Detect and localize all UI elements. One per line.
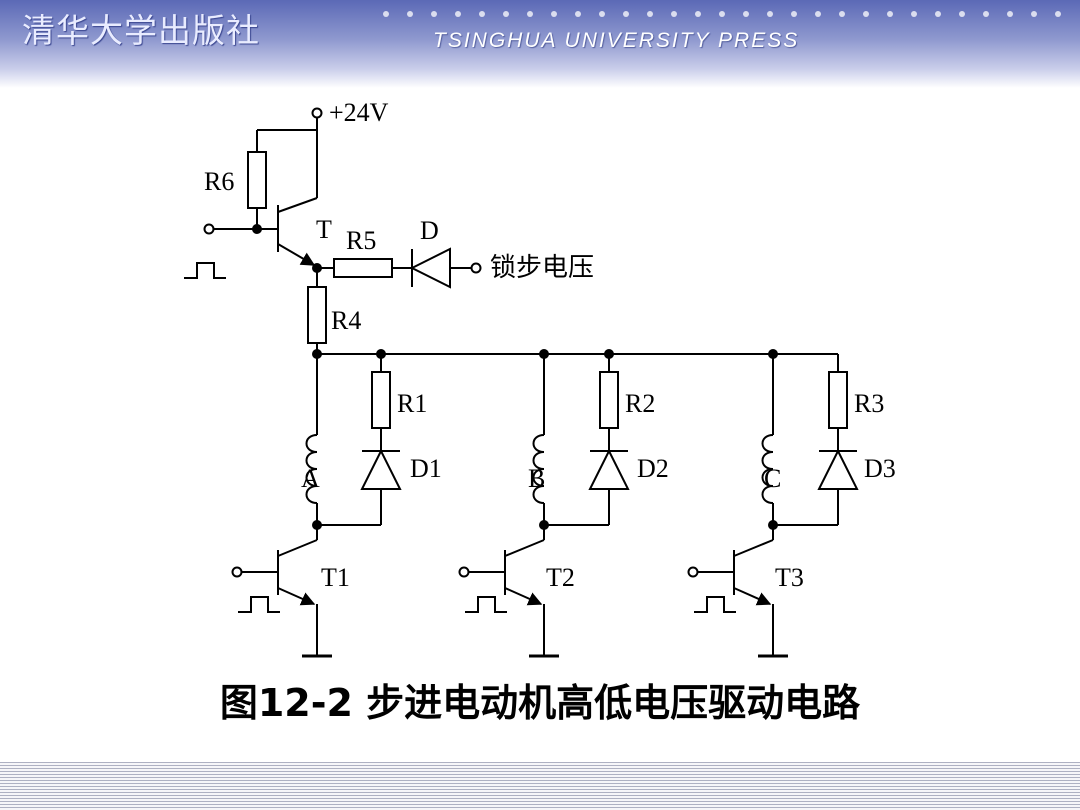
resistor-r4 bbox=[307, 268, 327, 354]
publisher-name-cn: 清华大学出版社 bbox=[22, 11, 260, 50]
label-t3: T3 bbox=[775, 563, 804, 592]
header-banner: 清华大学出版社 TSINGHUA UNIVERSITY PRESS bbox=[0, 0, 1080, 88]
label-d2: D2 bbox=[637, 454, 669, 483]
pulse-symbol-t bbox=[184, 262, 226, 279]
label-t2: T2 bbox=[546, 563, 575, 592]
label-lock-voltage: 锁步电压 bbox=[490, 253, 594, 282]
header-dot-row bbox=[383, 11, 1061, 17]
resistor-r6 bbox=[247, 151, 267, 229]
label-t1: T1 bbox=[321, 563, 350, 592]
label-r6: R6 bbox=[204, 167, 234, 196]
junction-dots bbox=[252, 224, 778, 530]
label-coil-c: C bbox=[764, 464, 781, 493]
label-r5: R5 bbox=[346, 226, 376, 255]
transistor-t bbox=[203, 205, 316, 266]
phase-a bbox=[231, 354, 402, 658]
figure-caption: 图12-2 步进电动机高低电压驱动电路 bbox=[219, 681, 861, 725]
label-r2: R2 bbox=[625, 389, 655, 418]
label-r3: R3 bbox=[854, 389, 884, 418]
publisher-name-en: TSINGHUA UNIVERSITY PRESS bbox=[433, 29, 800, 52]
footer-stripes bbox=[0, 762, 1080, 810]
label-r1: R1 bbox=[397, 389, 427, 418]
phase-b bbox=[458, 354, 630, 658]
supply-terminal bbox=[256, 107, 323, 213]
label-coil-b: B bbox=[528, 464, 545, 493]
label-r4: R4 bbox=[331, 306, 361, 335]
label-d1: D1 bbox=[410, 454, 442, 483]
r5-d-branch bbox=[317, 247, 482, 289]
label-t: T bbox=[316, 215, 332, 244]
label-d3: D3 bbox=[864, 454, 896, 483]
label-coil-a: A bbox=[301, 464, 320, 493]
label-supply: +24V bbox=[329, 98, 389, 127]
label-d: D bbox=[420, 216, 439, 245]
phase-c bbox=[687, 354, 859, 658]
